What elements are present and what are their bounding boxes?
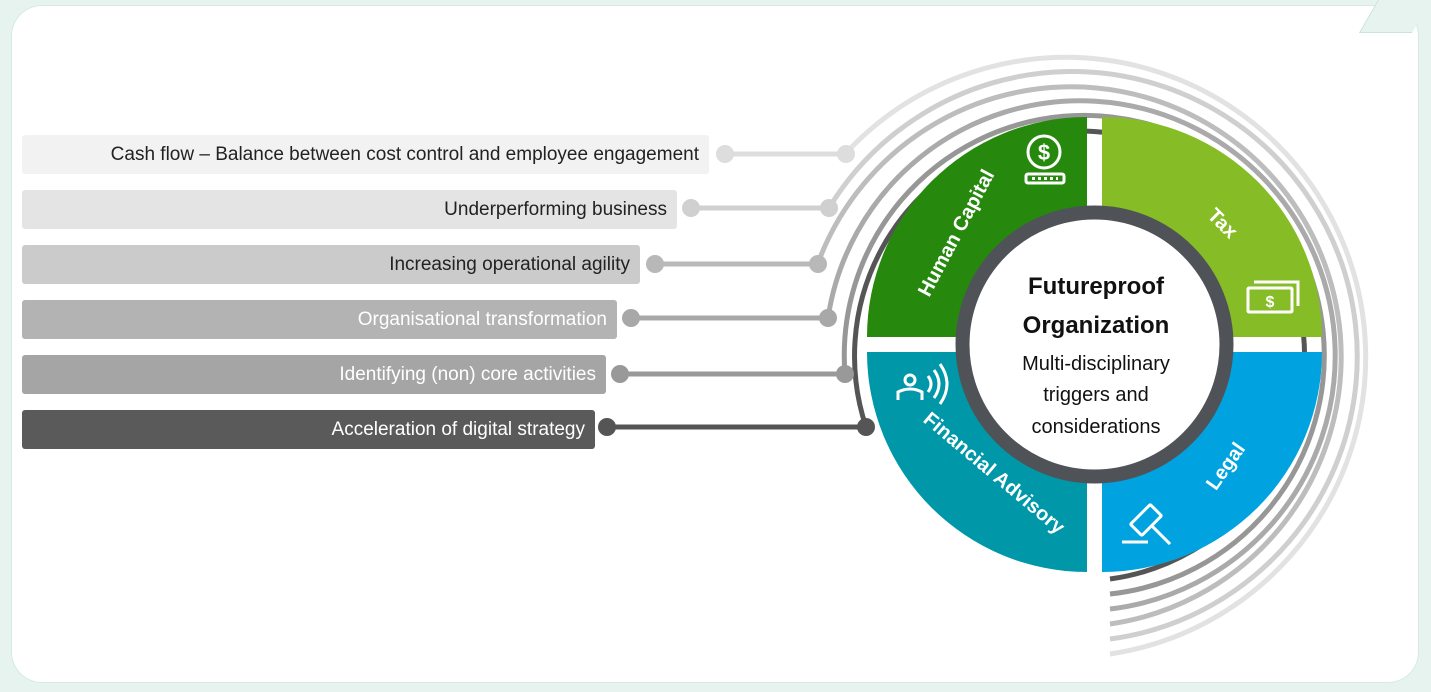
connector-dot (837, 145, 855, 163)
center-subtitle-line3: considerations (1032, 416, 1161, 438)
connector-dot (598, 418, 616, 436)
svg-text:$: $ (1038, 140, 1050, 165)
trigger-label: Acceleration of digital strategy (331, 419, 585, 440)
center-subtitle-line2: triggers and (1043, 384, 1149, 406)
connector-dot (682, 199, 700, 217)
svg-text:$: $ (1266, 294, 1275, 311)
center-subtitle-line1: Multi-disciplinary (1022, 353, 1170, 375)
trigger-bar-core-activities: Identifying (non) core activities (22, 355, 606, 394)
trigger-label: Identifying (non) core activities (339, 364, 596, 385)
trigger-bar-cash-flow: Cash flow – Balance between cost control… (22, 135, 709, 174)
center-circle (955, 205, 1234, 484)
presenter-icon (896, 363, 949, 405)
trigger-bar-org-transformation: Organisational transformation (22, 300, 617, 339)
connector-dot (622, 309, 640, 327)
center-title-line1: Futureproof (1028, 273, 1165, 300)
ring-1 (844, 54, 1369, 657)
connector-dot (611, 365, 629, 383)
connectors (598, 145, 875, 436)
connector-dot (716, 145, 734, 163)
connector-dot (819, 309, 837, 327)
connector-dot (836, 365, 854, 383)
ring-3 (815, 84, 1344, 627)
trigger-label: Cash flow – Balance between cost control… (110, 144, 699, 165)
trigger-bar-digital-strategy: Acceleration of digital strategy (22, 410, 595, 449)
ring-4 (825, 98, 1338, 612)
trigger-label: Underperforming business (444, 199, 667, 220)
trigger-label: Organisational transformation (357, 309, 607, 330)
trigger-bar-operational-agility: Increasing operational agility (22, 245, 640, 284)
connector-dot (646, 255, 664, 273)
connector-dot (809, 255, 827, 273)
trigger-bar-underperforming: Underperforming business (22, 190, 677, 229)
gavel-icon (1122, 503, 1172, 546)
connector-dot (820, 199, 838, 217)
dollar-coin-icon: $ (1024, 134, 1066, 185)
connector-dot (857, 418, 875, 436)
ring-2 (826, 69, 1360, 642)
trigger-label: Increasing operational agility (389, 254, 630, 275)
banknotes-icon: $ (1246, 280, 1300, 314)
center-title-line2: Organization (1023, 312, 1170, 339)
